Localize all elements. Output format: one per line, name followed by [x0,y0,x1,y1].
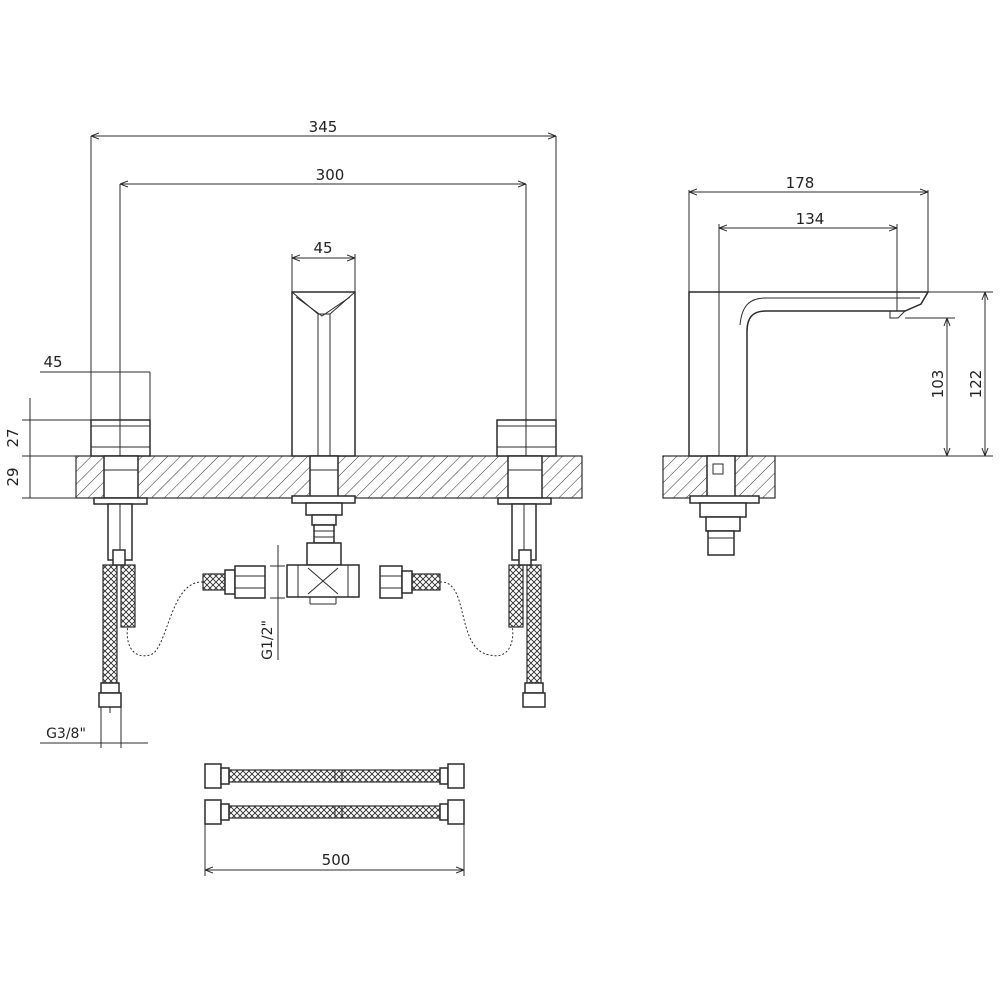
right-hose-connector [379,565,514,657]
left-inlet-hoses [98,549,136,713]
cross-connector [286,542,360,605]
hose-pair: 500 [204,763,465,876]
spout-side [688,291,930,457]
dimension-handle-width: 45 [40,353,151,420]
dimension-label-122: 122 [967,370,985,399]
right-inlet-hoses [508,549,546,708]
right-handle [496,419,557,561]
dimension-label-spout-45: 45 [313,239,332,257]
dimension-hose-length: 500 [204,824,465,876]
dimension-label-27: 27 [4,428,22,447]
left-hose-connector [126,565,266,657]
front-view: 345 300 45 45 27 [4,118,583,748]
dimension-center-distance: 300 [119,166,527,420]
dimension-spout-width: 45 [291,239,356,292]
dimension-inlet-thread: G3/8" [40,707,148,748]
dimension-label-103: 103 [929,370,947,399]
dimension-heights: 103 122 [775,291,993,457]
dimension-outlet-thread: G1/2" [260,545,285,660]
dimension-label-handle-45: 45 [43,353,62,371]
dimension-label-g12: G1/2" [260,620,276,660]
dimension-label-134: 134 [796,210,825,228]
dimension-label-178: 178 [786,174,815,192]
dimension-spout-reach: 134 [718,210,898,311]
spout-front [291,291,356,544]
side-view: 178 134 103 122 [662,174,993,556]
dimension-label-g38: G3/8" [46,726,86,742]
dimension-side-length: 178 [688,174,929,292]
dimension-label-300: 300 [316,166,345,184]
dimension-label-500: 500 [322,851,351,869]
dimension-vertical-left: 27 29 [4,398,91,499]
hose-upper [204,763,465,789]
dimension-label-345: 345 [309,118,338,136]
dimension-label-29: 29 [4,467,22,486]
hose-lower [204,799,465,825]
